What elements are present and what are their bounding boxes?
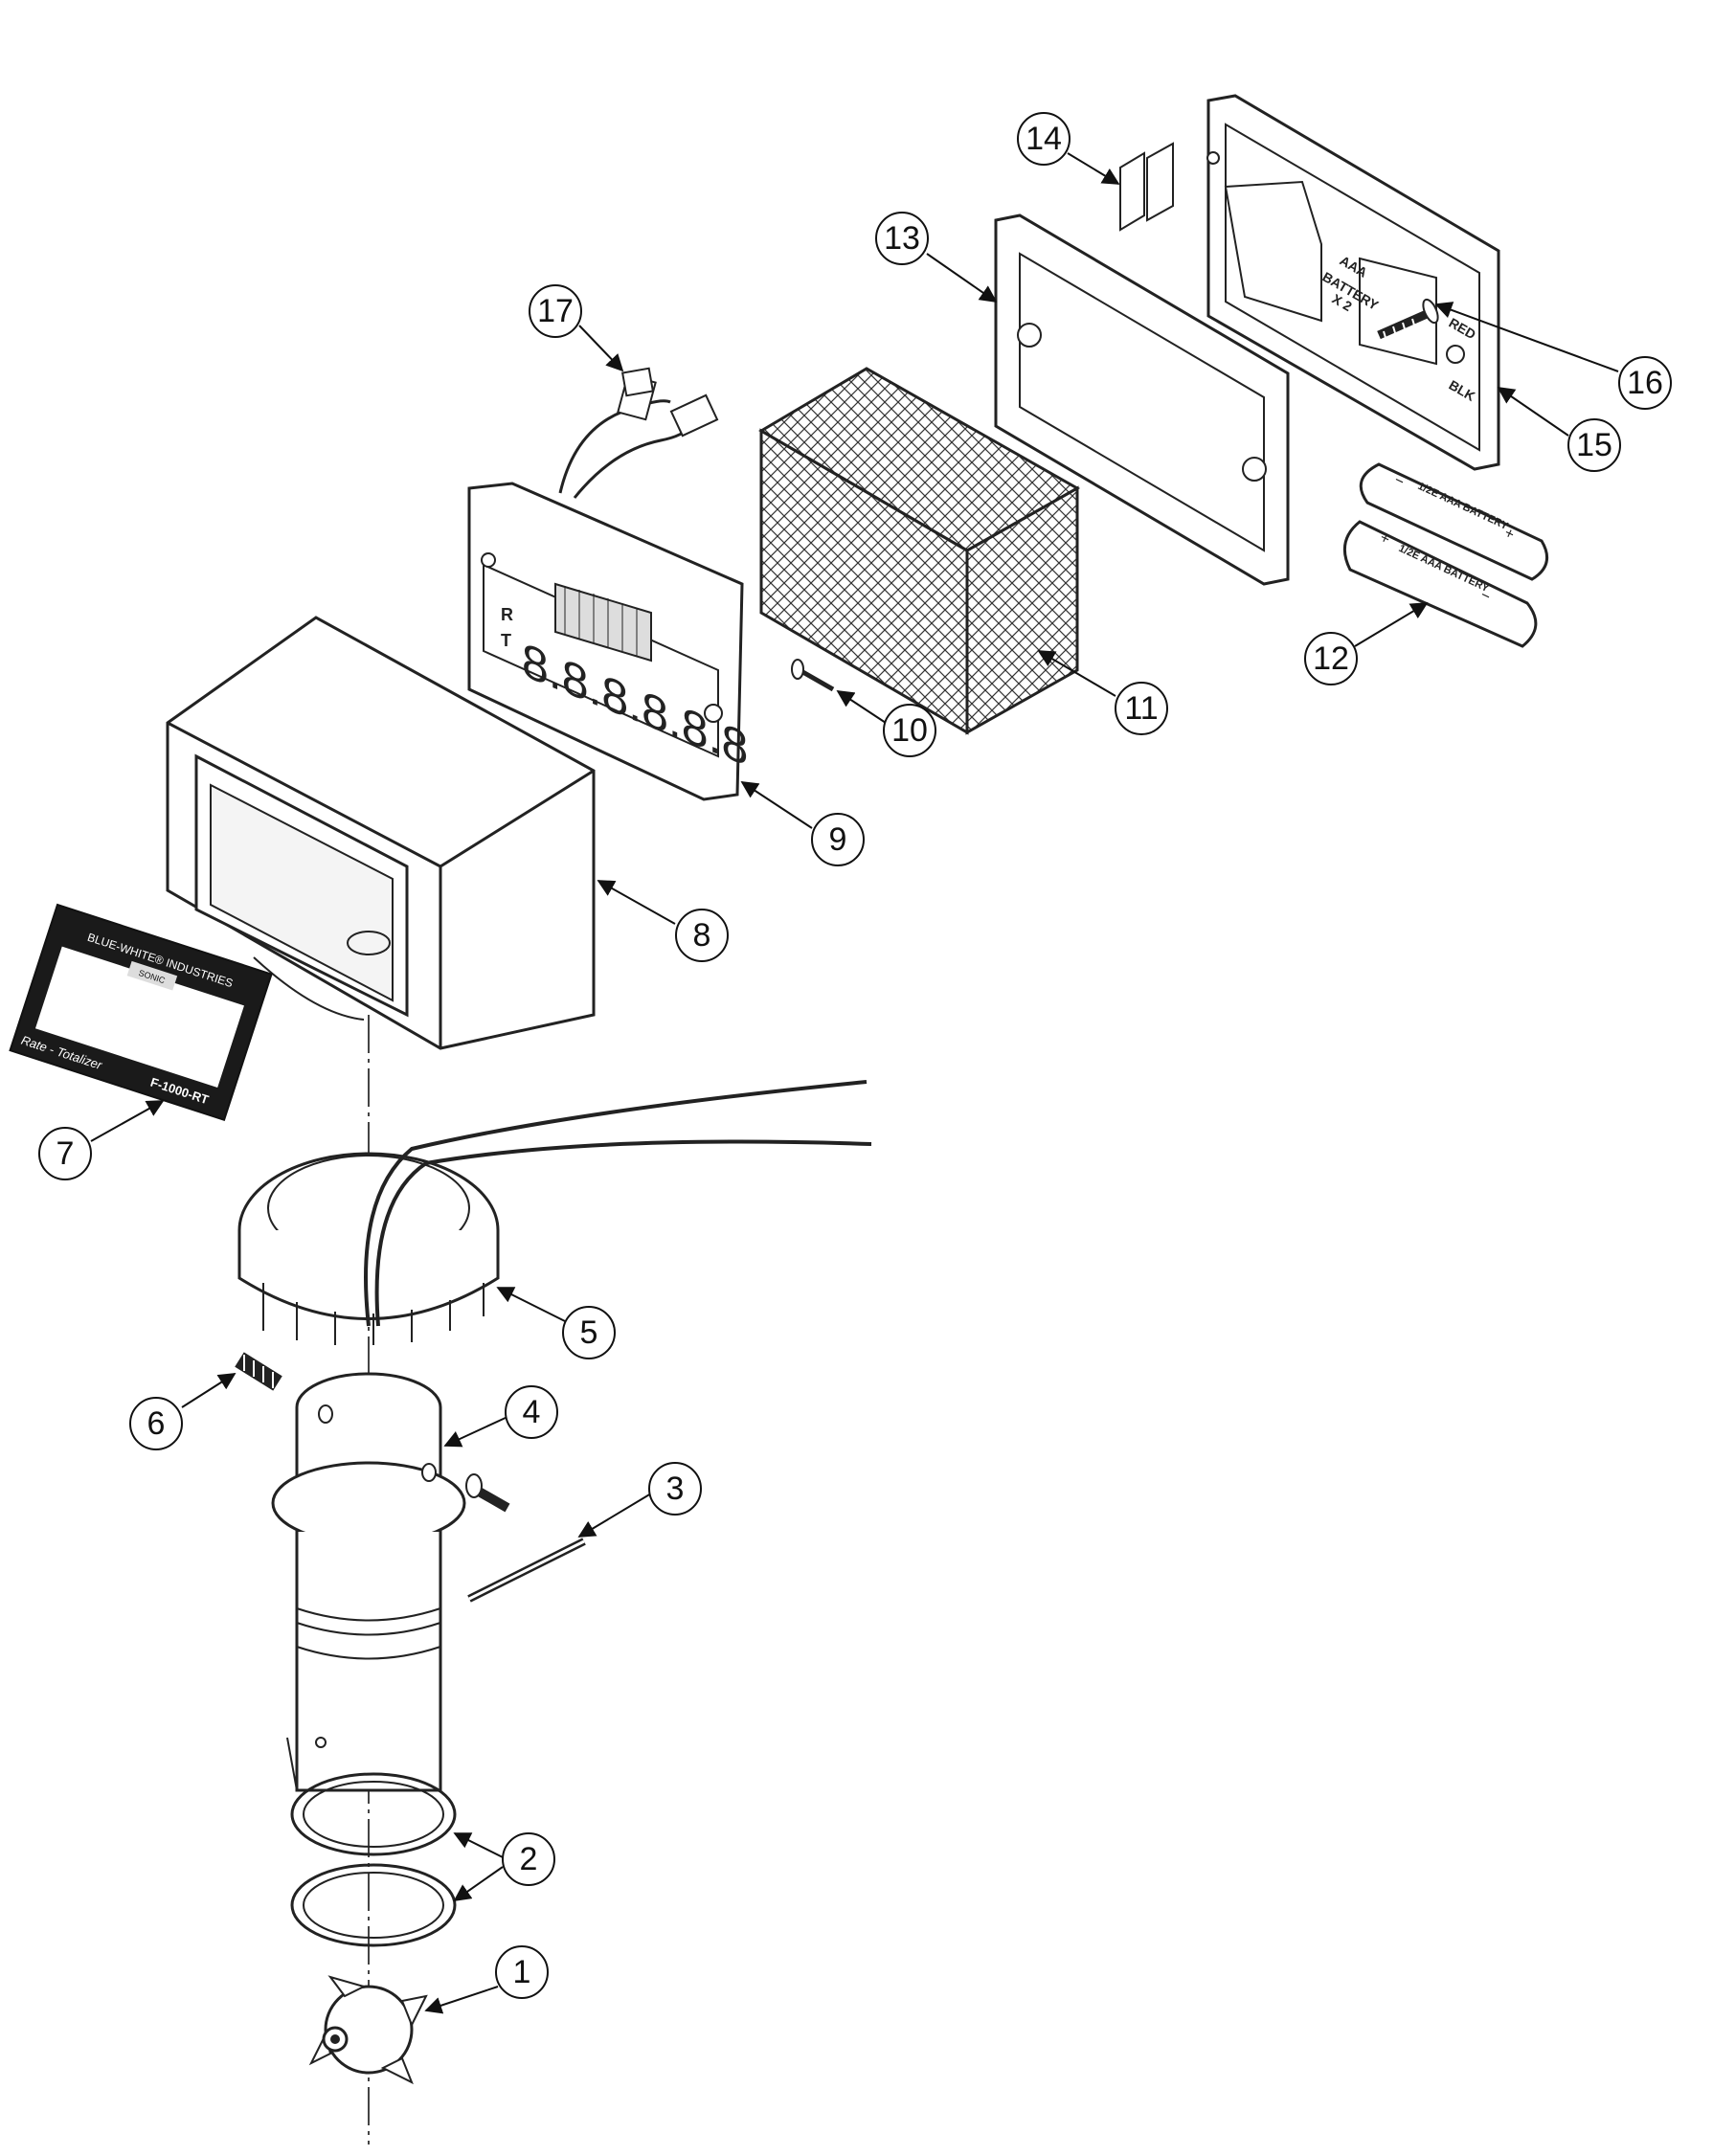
callout-5-label: 5 xyxy=(580,1314,598,1351)
callout-11: 11 xyxy=(1037,650,1168,735)
callout-12-label: 12 xyxy=(1313,640,1349,677)
callout-14: 14 xyxy=(1017,112,1120,185)
lcd-row-r: R xyxy=(501,605,513,624)
callout-15-label: 15 xyxy=(1576,427,1612,463)
adapter-body-part xyxy=(271,1372,510,1792)
callout-12: 12 xyxy=(1304,602,1429,685)
nut-ring-part xyxy=(237,1152,500,1345)
callout-4-label: 4 xyxy=(523,1394,541,1430)
shaft-part xyxy=(467,1538,586,1603)
battery-clip-part xyxy=(1119,142,1174,232)
callout-9: 9 xyxy=(740,781,865,866)
callout-7: 7 xyxy=(38,1100,165,1180)
pin-part xyxy=(791,659,835,692)
callout-5: 5 xyxy=(496,1287,616,1359)
callout-16-label: 16 xyxy=(1627,365,1663,401)
callout-8-label: 8 xyxy=(693,917,711,954)
o-ring-lower-part xyxy=(290,1863,457,1947)
callout-16: 16 xyxy=(1434,302,1672,410)
callout-6-label: 6 xyxy=(147,1405,166,1442)
callout-7-label: 7 xyxy=(56,1135,75,1172)
callout-17-label: 17 xyxy=(537,293,574,329)
housing-part xyxy=(166,616,596,1050)
callout-6: 6 xyxy=(129,1373,237,1450)
callout-1: 1 xyxy=(424,1945,549,2014)
callout-10-label: 10 xyxy=(891,712,928,749)
connector-clip-part xyxy=(620,367,655,397)
gasket-part xyxy=(994,213,1290,586)
callout-13-label: 13 xyxy=(884,220,920,257)
circuit-board-part: R T 8.8.8.8.8.8 xyxy=(467,373,748,801)
callout-3-label: 3 xyxy=(666,1471,685,1507)
callout-11-label: 11 xyxy=(1124,690,1158,727)
callout-4: 4 xyxy=(443,1385,558,1448)
callout-15: 15 xyxy=(1497,386,1621,472)
callout-13: 13 xyxy=(875,212,998,303)
foam-block-part xyxy=(758,367,1081,735)
callout-10: 10 xyxy=(836,690,936,757)
callout-1-label: 1 xyxy=(513,1954,531,1990)
callout-9-label: 9 xyxy=(829,821,847,858)
o-ring-upper-part xyxy=(290,1772,457,1856)
callout-14-label: 14 xyxy=(1026,121,1062,157)
callout-3: 3 xyxy=(577,1462,702,1538)
cable-part xyxy=(364,1080,872,1327)
callout-2-label: 2 xyxy=(520,1841,538,1877)
lens-label-part: BLUE-WHITE® INDUSTRIES SONIC Rate - Tota… xyxy=(9,903,273,1122)
callout-8: 8 xyxy=(597,880,729,962)
battery-holder-part: AAA BATTERY X 2 RED BLK xyxy=(1206,94,1500,471)
lcd-row-t: T xyxy=(501,631,511,650)
callout-2: 2 xyxy=(453,1832,555,1902)
impeller-part xyxy=(308,1975,428,2085)
callout-17: 17 xyxy=(529,284,624,372)
set-screw-part xyxy=(235,1352,282,1391)
